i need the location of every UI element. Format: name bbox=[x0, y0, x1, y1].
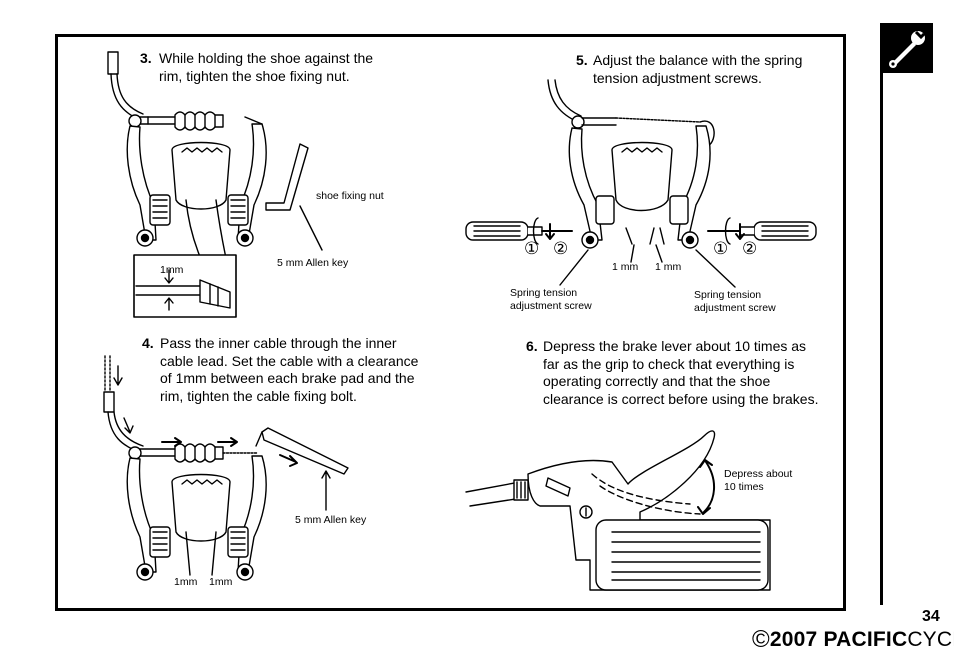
screwdriver-left-icon bbox=[465, 217, 573, 245]
label-clearance: 1mm bbox=[160, 264, 184, 276]
wrench-icon bbox=[889, 30, 926, 68]
step-line: rim, tighten the cable fixing bolt. bbox=[160, 387, 357, 404]
step-number: 4. bbox=[142, 335, 154, 351]
label-step-2: ② bbox=[553, 239, 569, 258]
figure-step-4 bbox=[103, 355, 349, 581]
label-step-2: ② bbox=[742, 239, 758, 258]
label-pad-gap: 1mm bbox=[209, 576, 233, 588]
label-allen-key: 5 mm Allen key bbox=[277, 257, 349, 269]
label-spring-screw: Spring tension adjustment screw bbox=[510, 287, 592, 313]
step-line: Adjust the balance with the spring bbox=[593, 52, 803, 68]
label-step-1: ① bbox=[524, 239, 540, 258]
label-step-1: ① bbox=[713, 239, 729, 258]
step-6: 6. Depress the brake lever about 10 time… bbox=[526, 338, 836, 410]
footer-brand-name: PACIFIC bbox=[823, 628, 908, 651]
step-line: operating correctly and that the shoe bbox=[543, 373, 771, 389]
step-line: clearance is correct before using the br… bbox=[543, 390, 819, 407]
step-line: rim, tighten the shoe fixing nut. bbox=[159, 68, 350, 84]
footer-year: 2007 bbox=[769, 628, 818, 651]
cable-boot bbox=[174, 111, 224, 131]
label-line: adjustment screw bbox=[510, 300, 592, 312]
label-shoe-fixing-nut: shoe fixing nut bbox=[316, 190, 384, 202]
label-gap: 1 mm bbox=[655, 261, 682, 273]
label-line: Spring tension bbox=[510, 287, 578, 299]
footer-brand: ©2007 PACIFICCYCLE bbox=[752, 626, 954, 654]
section-rule bbox=[880, 73, 883, 605]
step-line: tension adjustment screws. bbox=[593, 70, 762, 86]
step-line: Pass the inner cable through the inner bbox=[160, 335, 397, 351]
step-number: 3. bbox=[140, 50, 152, 66]
label-line: 10 times bbox=[724, 481, 764, 493]
footer-brand-suffix: CYCLE bbox=[907, 628, 954, 651]
label-spring-screw: Spring tension adjustment screw bbox=[694, 289, 776, 315]
label-depress: Depress about 10 times bbox=[724, 468, 792, 494]
label-gap: 1 mm bbox=[612, 261, 639, 273]
figure-step-3 bbox=[107, 51, 323, 318]
step-4: 4. Pass the inner cable through the inne… bbox=[142, 335, 442, 407]
step-number: 6. bbox=[526, 338, 538, 354]
section-tab bbox=[880, 23, 933, 73]
step-5: 5. Adjust the balance with the spring te… bbox=[576, 52, 826, 88]
label-line: adjustment screw bbox=[694, 302, 776, 314]
copyright-symbol: © bbox=[752, 626, 770, 653]
step-line: far as the grip to check that everything… bbox=[543, 355, 795, 372]
step-line: Depress the brake lever about 10 times a… bbox=[543, 338, 807, 354]
page-frame bbox=[55, 34, 846, 611]
step-line: cable lead. Set the cable with a clearan… bbox=[160, 352, 419, 369]
step-line: While holding the shoe against the bbox=[159, 50, 374, 66]
figure-step-6 bbox=[465, 430, 771, 591]
label-line: Spring tension bbox=[694, 289, 762, 301]
label-allen-key: 5 mm Allen key bbox=[295, 514, 367, 526]
step-line: of 1mm between each brake pad and the bbox=[160, 370, 415, 386]
label-line: Depress about bbox=[724, 468, 793, 480]
screwdriver-right-icon bbox=[707, 217, 817, 245]
step-number: 5. bbox=[576, 52, 588, 68]
figure-step-5 bbox=[465, 79, 817, 288]
label-pad-gap: 1mm bbox=[174, 576, 198, 588]
page-number: 34 bbox=[922, 608, 940, 625]
step-3: 3. While holding the shoe against the ri… bbox=[140, 50, 400, 86]
